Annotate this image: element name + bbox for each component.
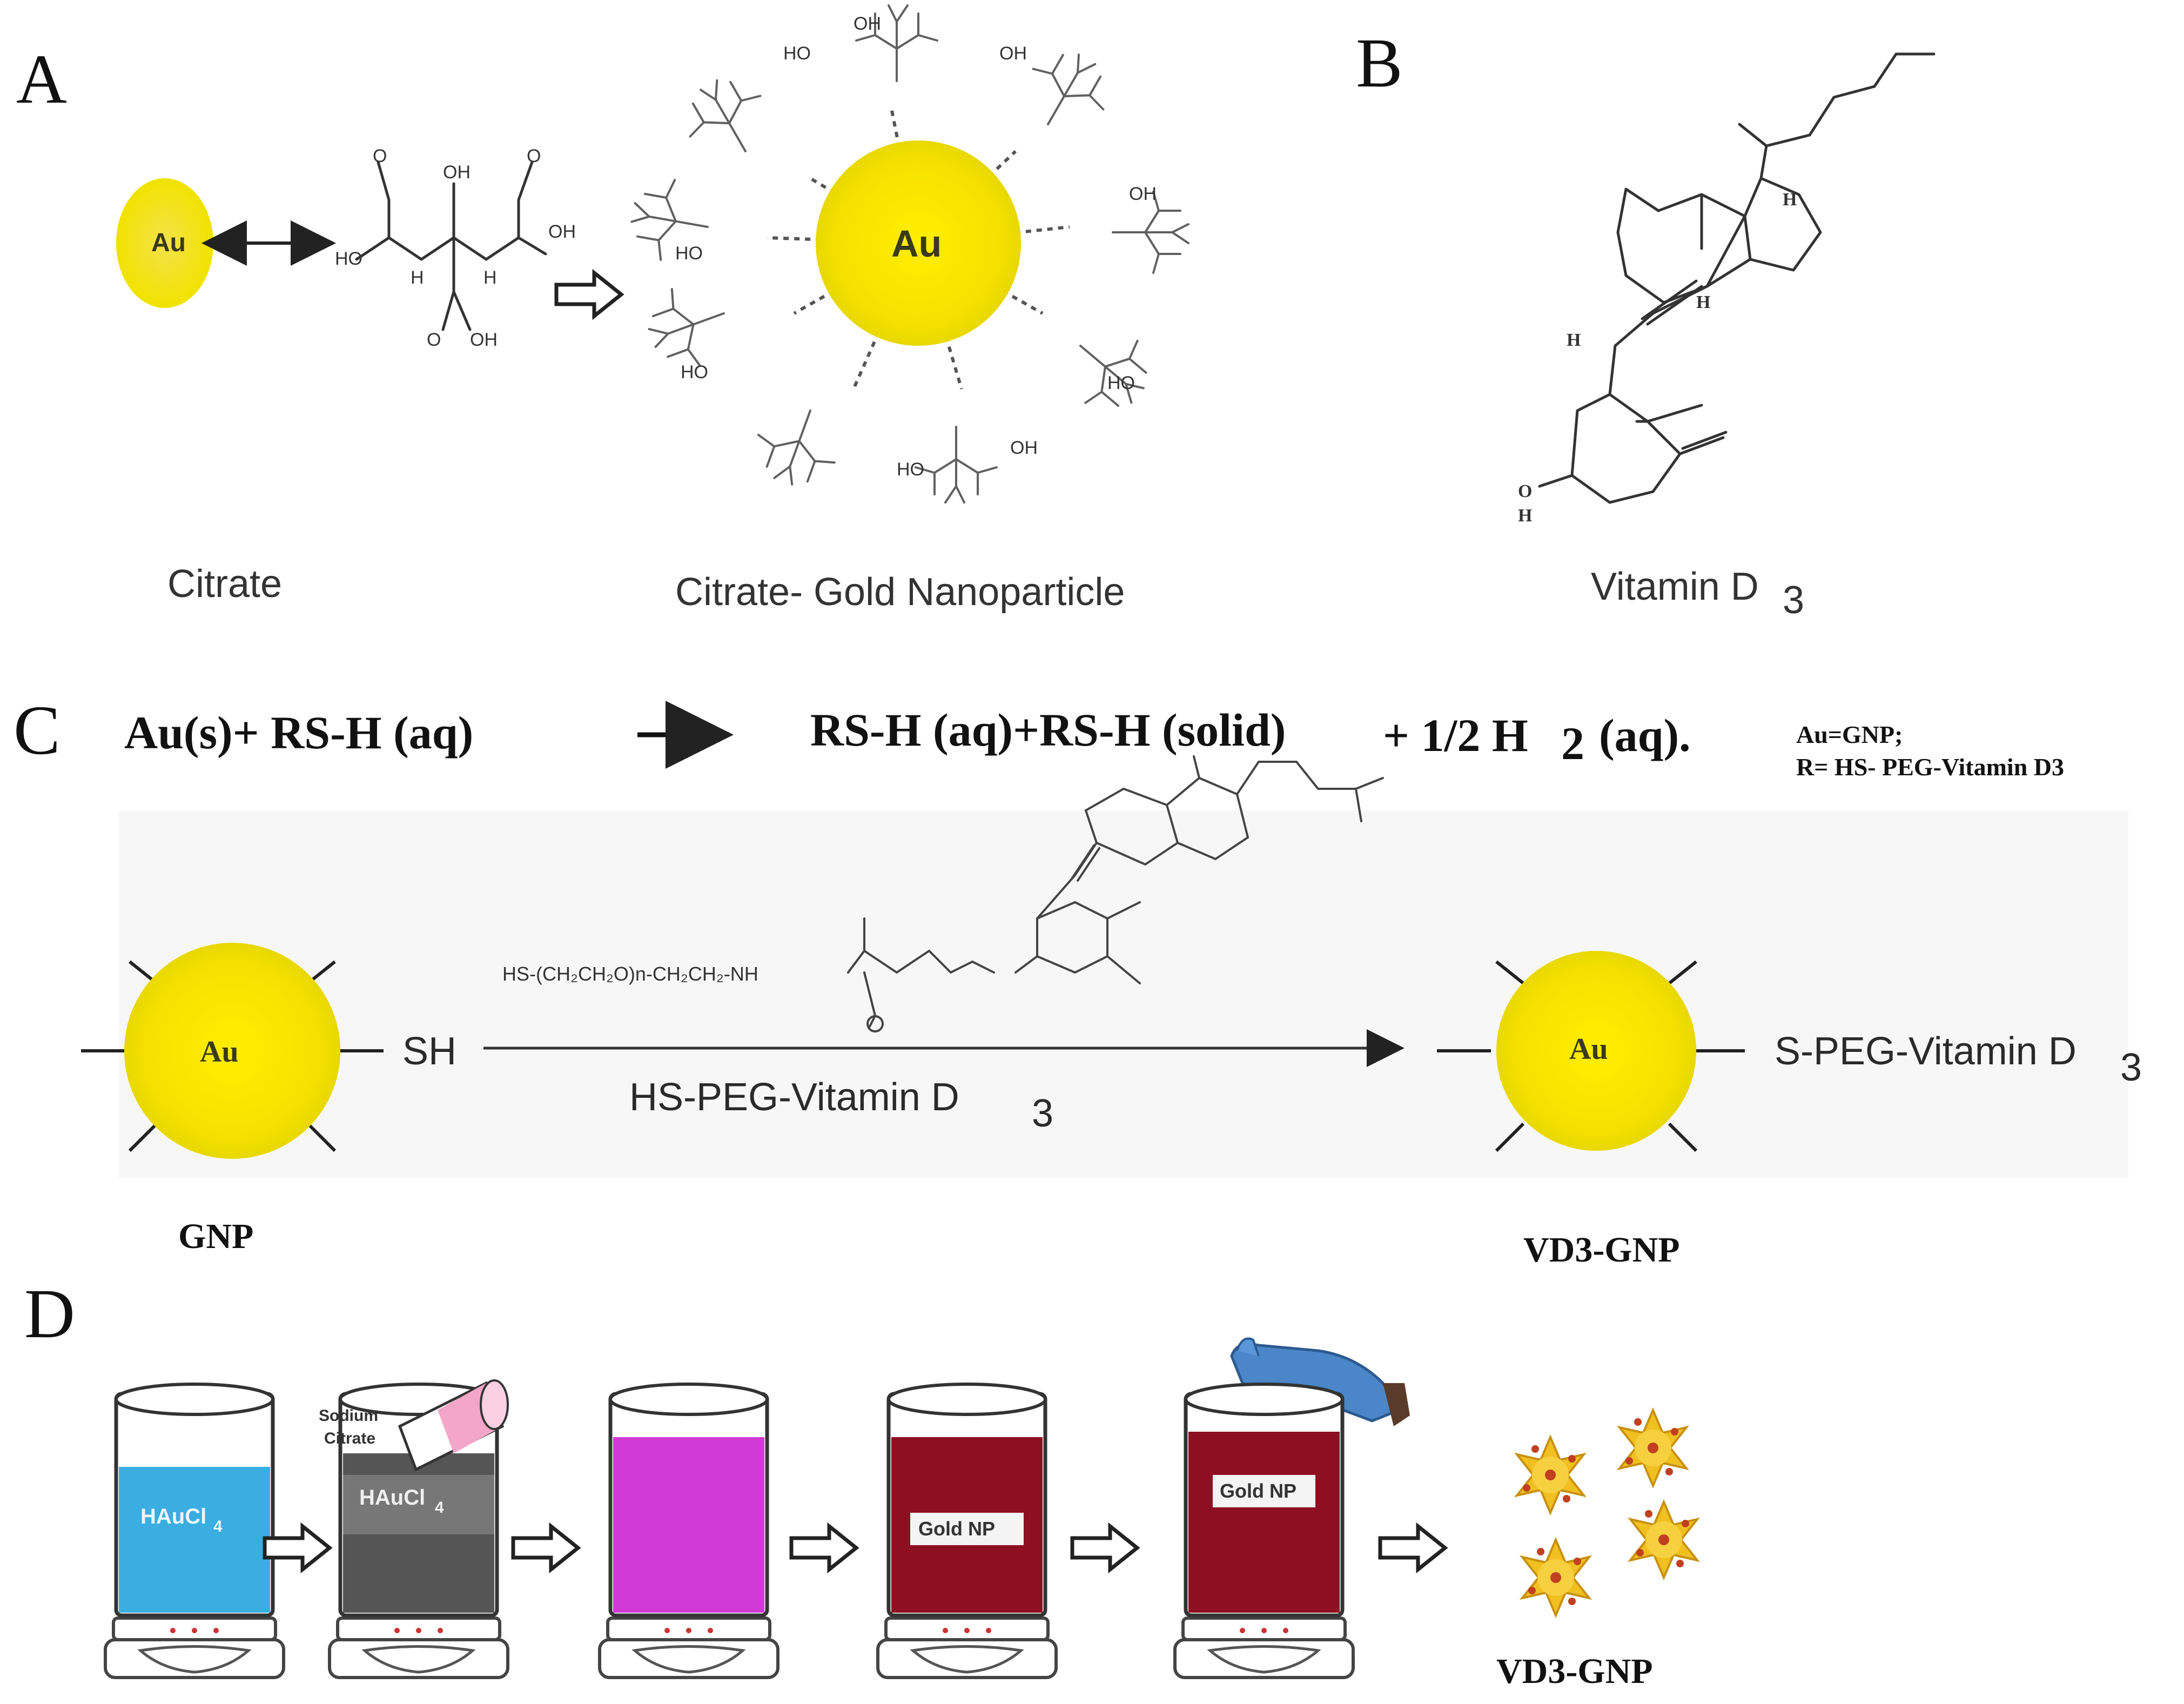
beaker-4: Gold NP (878, 1383, 1056, 1678)
citrate-oh-right: OH (548, 222, 576, 242)
d-arrow-3 (791, 1526, 856, 1569)
np-oh-4: OH (1010, 438, 1038, 458)
hollow-arrow-a (556, 273, 621, 316)
np-oh-1: OH (854, 14, 881, 34)
panel-d-letter: D (24, 1275, 75, 1353)
np-ho-4: HO (675, 243, 703, 264)
svg-text:3: 3 (1783, 579, 1804, 622)
svg-text:S-PEG-Vitamin D: S-PEG-Vitamin D (1775, 1030, 2077, 1073)
citrate-gold-caption: Citrate- Gold Nanoparticle (675, 571, 1125, 614)
panel-b: B H H H O H Vitamin D 3 (1356, 24, 1936, 622)
np-ho-2: HO (1107, 373, 1135, 393)
equation-right-sub: 2 (1561, 717, 1584, 769)
sh-label: SH (402, 1030, 456, 1073)
panel-c-letter: C (14, 692, 61, 769)
svg-text:4: 4 (435, 1499, 444, 1517)
d-arrow-5 (1380, 1526, 1445, 1569)
panel-d: D HAuCl 4 HAuCl 4 Sodium Citrat (24, 1275, 1698, 1691)
vitamin-d3-caption: Vitamin D 3 (1591, 565, 1804, 622)
equation-left: Au(s)+ RS-H (aq) (124, 707, 473, 759)
citrate-molecule: HO O OH O OH H H O OH (335, 146, 576, 350)
svg-text:Vitamin D: Vitamin D (1591, 565, 1759, 608)
citrate-oh-bottom: OH (470, 330, 498, 350)
np-ho-1: HO (783, 43, 811, 64)
beaker-1-label: HAuCl (140, 1505, 206, 1528)
gnp-left: Au (81, 943, 384, 1159)
svg-text:3: 3 (2120, 1046, 2142, 1089)
reagent-label: HS-PEG-Vitamin D 3 (629, 1076, 1053, 1135)
vd3-h-3: H (1567, 330, 1581, 350)
sodium-label: Sodium (319, 1407, 378, 1425)
vd3-gnp-right: Au (1437, 951, 1745, 1152)
equation-right-b: + 1/2 H (1383, 709, 1528, 761)
citrate-o-3: O (427, 330, 441, 350)
au-left-label: Au (200, 1035, 239, 1069)
beaker-4-label: Gold NP (918, 1518, 995, 1540)
d-arrow-2 (513, 1526, 578, 1569)
sodium-citrate-container: Sodium Citrate (319, 1379, 509, 1472)
beaker-2-label: HAuCl (359, 1486, 425, 1510)
np-ho-5: HO (681, 362, 708, 383)
svg-text:HS-PEG-Vitamin D: HS-PEG-Vitamin D (629, 1076, 959, 1119)
citrate-label: Citrate (324, 1430, 375, 1447)
vd3-h-4: H (1518, 506, 1532, 526)
citrate-h-2: H (483, 267, 497, 288)
np-oh-3: OH (1129, 184, 1157, 204)
small-au-label: Au (151, 229, 186, 257)
citrate-gold-nanoparticle: Au OH HO OH OH HO OH HO HO HO (625, 4, 1190, 504)
final-vd3-gnp-caption: VD3-GNP (1496, 1652, 1653, 1691)
hs-peg-vitamin-d3-structure (847, 755, 1384, 1032)
reaction-background (119, 810, 2128, 1178)
vitamin-d3-structure: H H H O H (1518, 52, 1936, 526)
panel-c: C Au(s)+ RS-H (aq) RS-H (aq)+RS-H (solid… (14, 692, 2142, 1270)
equation-right-a: RS-H (aq)+RS-H (solid) (810, 704, 1286, 756)
citrate-h-1: H (411, 267, 424, 288)
vd3-h-1: H (1783, 190, 1797, 210)
citrate-oh-top: OH (443, 162, 471, 183)
np-ho-3: HO (897, 459, 924, 480)
citrate-o-2: O (527, 146, 541, 166)
beaker-5: Gold NP (1175, 1383, 1353, 1678)
gnp-caption: GNP (178, 1217, 253, 1256)
equation-right-c: (aq). (1599, 709, 1691, 761)
citrate-ho-left: HO (335, 249, 362, 269)
vd3-o: O (1518, 481, 1532, 501)
citrate-o-1: O (373, 146, 387, 166)
svg-text:3: 3 (1032, 1092, 1053, 1135)
beaker-5-label: Gold NP (1220, 1480, 1296, 1502)
legend-line-2: R= HS- PEG-Vitamin D3 (1796, 753, 2064, 781)
panel-a: A Au HO O OH O OH H H O OH (16, 4, 1190, 614)
small-gold-particle (116, 178, 213, 308)
vd3-h-2: H (1696, 292, 1710, 312)
au-right-label: Au (1569, 1032, 1608, 1066)
legend-line-1: Au=GNP; (1796, 721, 1903, 748)
d-arrow-4 (1072, 1526, 1137, 1569)
svg-text:4: 4 (213, 1518, 223, 1535)
beaker-1: HAuCl 4 (105, 1383, 284, 1678)
vd3-gnp-caption: VD3-GNP (1523, 1230, 1680, 1270)
large-au-label: Au (891, 223, 942, 265)
panel-b-letter: B (1356, 24, 1403, 102)
linker-label: HS-(CH₂CH₂O)n-CH₂CH₂-NH (502, 963, 758, 985)
vd3-gnp-nanostars (1516, 1409, 1698, 1616)
product-label: S-PEG-Vitamin D 3 (1775, 1030, 2142, 1089)
citrate-caption: Citrate (167, 562, 282, 606)
beaker-3 (600, 1383, 778, 1678)
panel-a-letter: A (16, 41, 67, 118)
np-oh-2: OH (999, 43, 1027, 64)
